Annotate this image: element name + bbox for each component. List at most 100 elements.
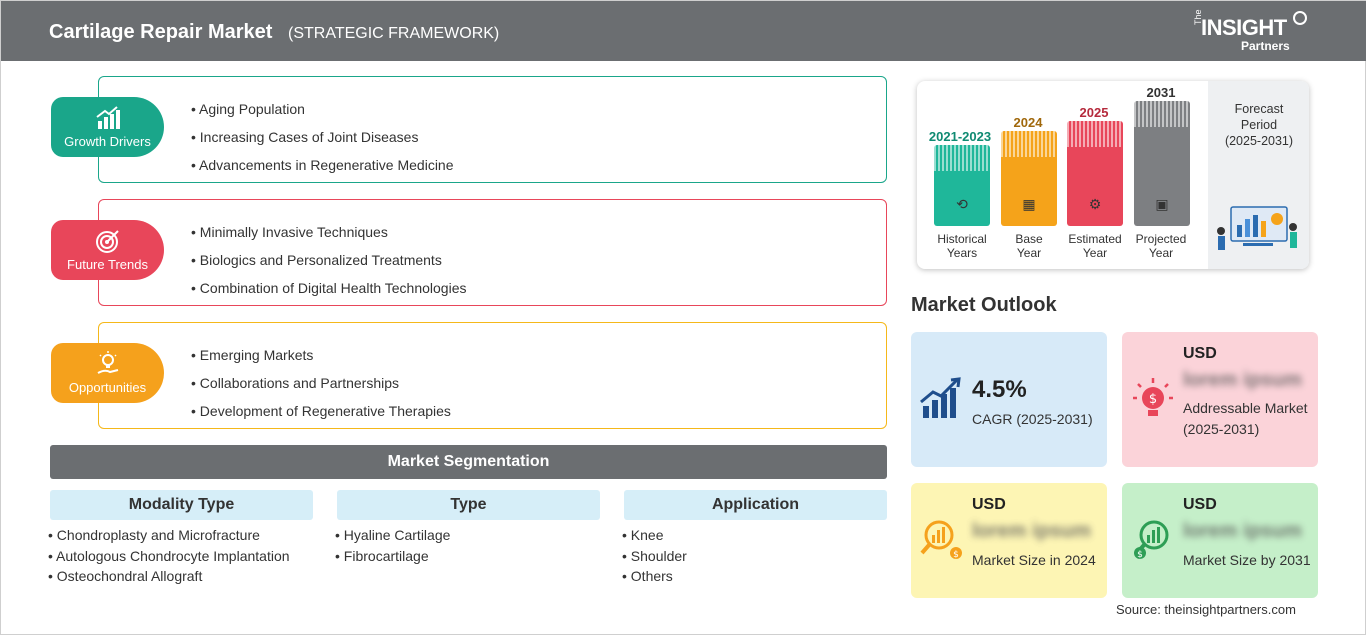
timeline-year-estimated: 2025 xyxy=(1079,105,1109,120)
growth-drivers-tag: Growth Drivers xyxy=(51,97,164,157)
list-item: Increasing Cases of Joint Diseases xyxy=(191,123,454,151)
future-trends-tag: Future Trends xyxy=(51,220,164,280)
source-credit: Source: theinsightpartners.com xyxy=(1116,602,1296,617)
cagr-value: 4.5% xyxy=(972,376,1027,403)
addressable-usd: USD xyxy=(1183,345,1217,362)
forecast-line-1: Forecast xyxy=(1234,102,1284,116)
list-item: Aging Population xyxy=(191,95,454,123)
segment-heading-modality: Modality Type xyxy=(50,490,313,520)
list-item: Fibrocartilage xyxy=(335,546,450,567)
list-item: Others xyxy=(622,566,687,587)
caption-line-2: Year xyxy=(1016,246,1042,260)
growth-drivers-list: Aging Population Increasing Cases of Joi… xyxy=(191,95,454,179)
addressable-label: Addressable Market (2025-2031) xyxy=(1183,400,1308,437)
size2031-label: Market Size by 2031 xyxy=(1183,552,1311,568)
timeline-year-projected: 2031 xyxy=(1146,85,1176,100)
list-item: Knee xyxy=(622,525,687,546)
logo-partners-text: Partners xyxy=(1241,39,1290,53)
segment-heading-application: Application xyxy=(624,490,887,520)
size2024-label: Market Size in 2024 xyxy=(972,552,1096,568)
target-icon xyxy=(96,230,119,253)
timeline-year-base: 2024 xyxy=(1013,115,1043,130)
list-item: Advancements in Regenerative Medicine xyxy=(191,151,453,179)
history-clock-icon: ⟲ xyxy=(956,196,968,212)
segment-heading-type: Type xyxy=(337,490,600,520)
size2024-value-blurred: lorem ipsum xyxy=(972,520,1091,542)
timeline-year-historical: 2021-2023 xyxy=(928,129,992,144)
insight-partners-logo[interactable]: The INSIGHT Partners xyxy=(1193,9,1313,55)
svg-text:$: $ xyxy=(953,550,959,560)
forecast-period-label: Forecast Period (2025-2031) xyxy=(1213,101,1305,149)
growth-drivers-box: Aging Population Increasing Cases of Joi… xyxy=(98,76,887,183)
list-item: Development of Regenerative Therapies xyxy=(191,397,451,425)
modality-type-list: Chondroplasty and Microfracture Autologo… xyxy=(48,525,290,587)
timeline-bar-base: ▦ xyxy=(1001,131,1057,226)
magnifier-money-icon: $ xyxy=(920,520,962,560)
svg-text:$: $ xyxy=(1149,392,1157,407)
cagr-card: 4.5% CAGR (2025-2031) xyxy=(911,332,1107,467)
market-size-2024-card: $ USD lorem ipsum Market Size in 2024 xyxy=(911,483,1107,598)
addressable-market-card: $ USD lorem ipsum Addressable Market (20… xyxy=(1122,332,1318,467)
opportunities-list: Emerging Markets Collaborations and Part… xyxy=(191,341,451,425)
application-list: Knee Shoulder Others xyxy=(622,525,687,587)
bar-stripe xyxy=(1067,121,1123,147)
bar-stripe xyxy=(934,145,990,171)
caption-line-1: Base xyxy=(1015,232,1043,246)
logo-ring-icon xyxy=(1293,11,1307,25)
addressable-value-blurred: lorem ipsum xyxy=(1183,369,1302,391)
market-segmentation-header: Market Segmentation xyxy=(50,445,887,479)
growth-chart-icon xyxy=(920,377,961,418)
caption-line-2: Years xyxy=(946,246,978,260)
list-item: Emerging Markets xyxy=(191,341,451,369)
market-outlook-title: Market Outlook xyxy=(911,294,1057,316)
forecast-line-3: (2025-2031) xyxy=(1224,134,1294,148)
magnifier-money-icon: $ xyxy=(1134,520,1169,560)
opportunities-box: Emerging Markets Collaborations and Part… xyxy=(98,322,887,429)
list-item: Osteochondral Allograft xyxy=(48,566,290,587)
future-trends-list: Minimally Invasive Techniques Biologics … xyxy=(191,218,467,302)
timeline-bar-historical: ⟲ xyxy=(934,145,990,226)
page-title: Cartilage Repair Market xyxy=(49,21,273,43)
list-item: Biologics and Personalized Treatments xyxy=(191,246,466,274)
page-subtitle: (STRATEGIC FRAMEWORK) xyxy=(288,25,500,42)
growth-chart-icon xyxy=(96,106,120,129)
bar-stripe xyxy=(1134,101,1190,127)
header-bar: Cartilage Repair Market (STRATEGIC FRAME… xyxy=(1,1,1366,61)
list-item: Chondroplasty and Microfracture xyxy=(48,525,290,546)
opportunities-label: Opportunities xyxy=(68,380,147,395)
size2031-value-blurred: lorem ipsum xyxy=(1183,520,1302,542)
calendar-icon: ▦ xyxy=(1022,196,1036,212)
size2024-usd: USD xyxy=(972,496,1006,513)
list-item: Collaborations and Partnerships xyxy=(191,369,451,397)
list-item: Combination of Digital Health Technologi… xyxy=(191,274,467,302)
idea-dollar-icon: $ xyxy=(1133,378,1173,416)
caption-line-2: Year xyxy=(1082,246,1108,260)
market-size-2031-card: $ USD lorem ipsum Market Size by 2031 xyxy=(1122,483,1318,598)
cagr-label: CAGR (2025-2031) xyxy=(972,411,1093,427)
lightbulb-hand-icon xyxy=(97,351,119,374)
caption-line-1: Historical xyxy=(937,232,987,246)
growth-drivers-label: Growth Drivers xyxy=(64,134,151,149)
caption-line-2: Year xyxy=(1148,246,1174,260)
caption-line-1: Estimated xyxy=(1068,232,1122,246)
list-item: Hyaline Cartilage xyxy=(335,525,451,546)
list-item: Shoulder xyxy=(622,546,687,567)
future-trends-label: Future Trends xyxy=(67,257,148,272)
future-trends-box: Minimally Invasive Techniques Biologics … xyxy=(98,199,887,306)
analytics-people-illustration xyxy=(1217,206,1297,250)
list-item: Autologous Chondrocyte Implantation xyxy=(48,546,289,567)
bar-stripe xyxy=(1001,131,1057,157)
logo-insight-text: INSIGHT xyxy=(1201,15,1287,40)
forecast-line-2: Period xyxy=(1240,118,1278,132)
svg-text:$: $ xyxy=(1137,550,1143,560)
list-item: Minimally Invasive Techniques xyxy=(191,218,466,246)
timeline-bar-projected: ▣ xyxy=(1134,101,1190,226)
caption-line-1: Projected xyxy=(1135,232,1187,246)
size2031-usd: USD xyxy=(1183,496,1217,513)
